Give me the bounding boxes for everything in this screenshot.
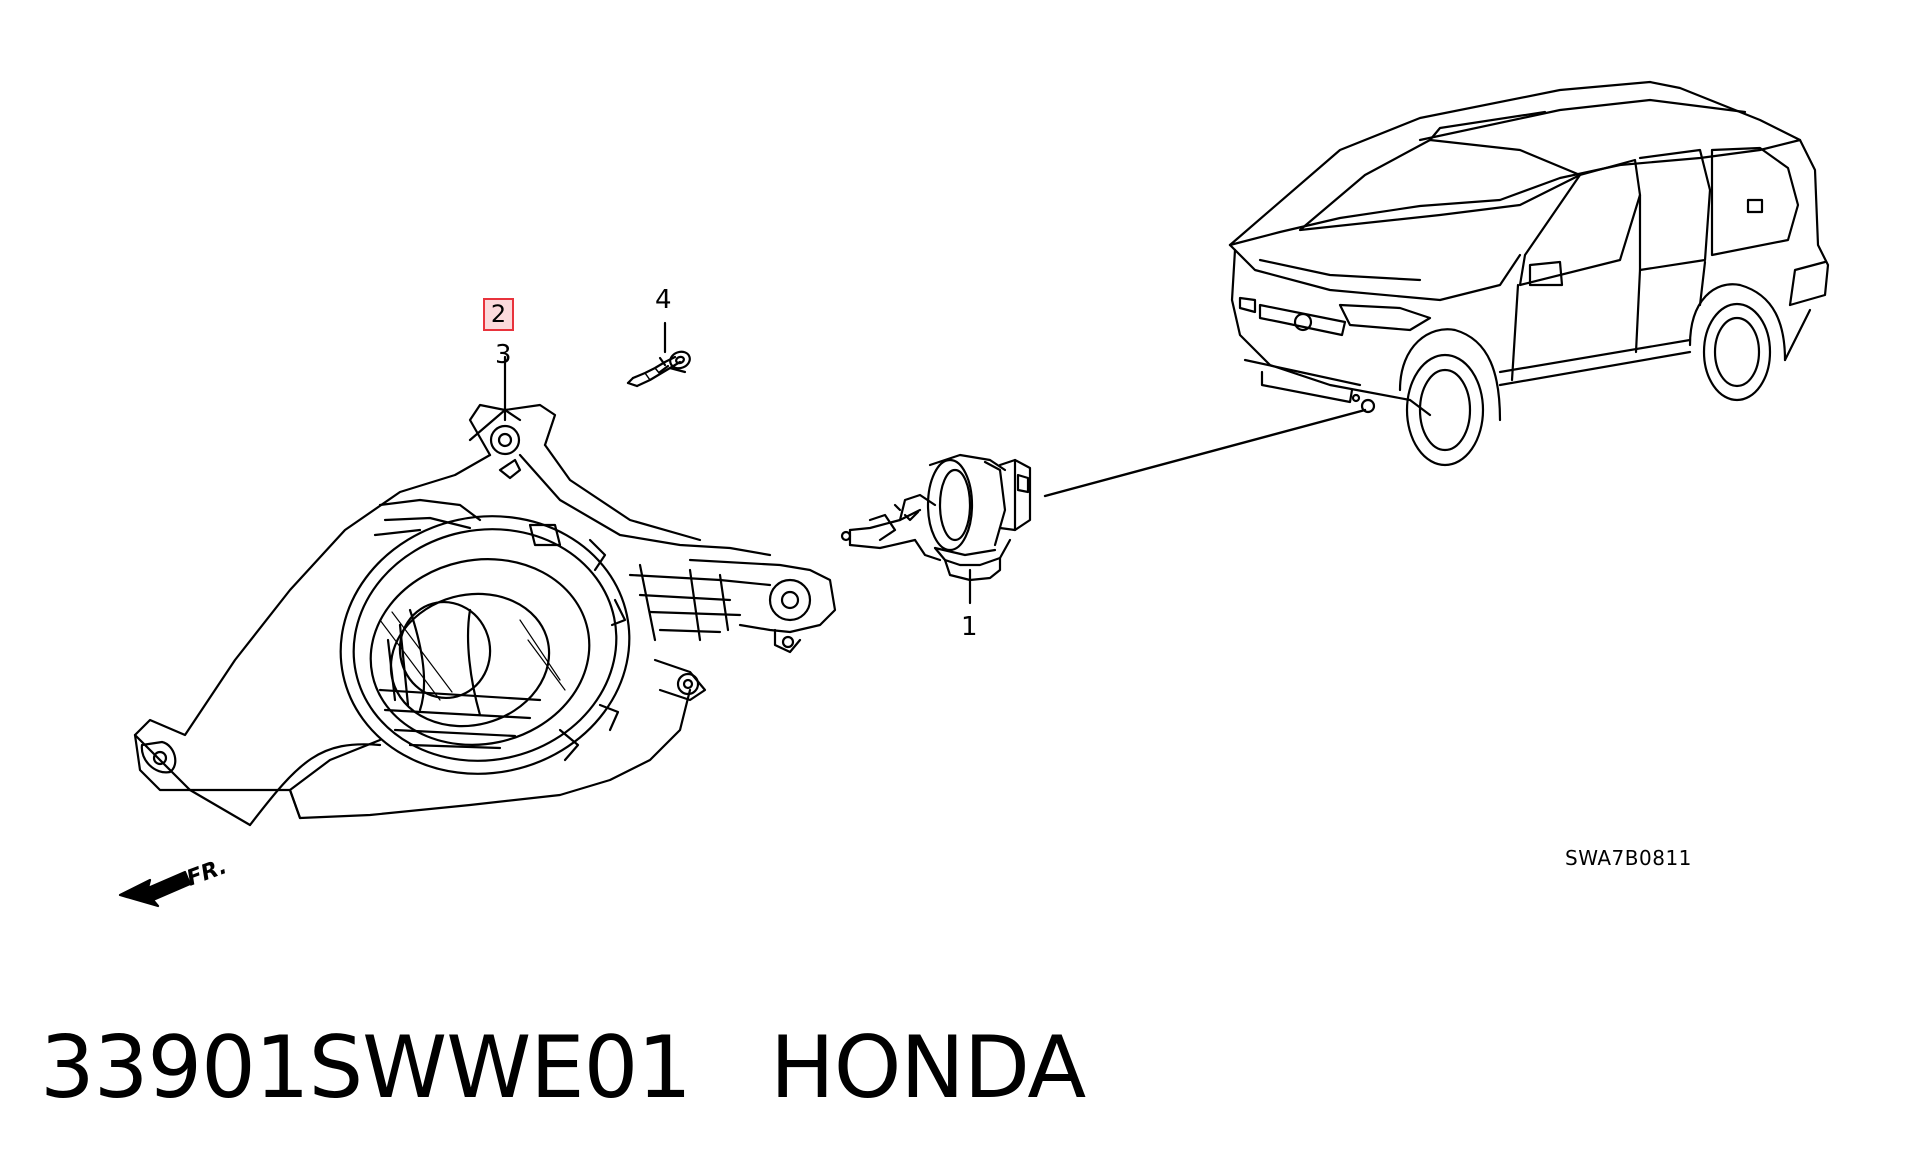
diagram-reference-code: SWA7B0811: [1565, 846, 1692, 870]
fog-lamp-assembly: [133, 403, 837, 827]
vehicle-illustration: [1228, 80, 1830, 467]
callout-2-highlighted[interactable]: 2: [483, 298, 514, 331]
fog-lamp-bulb: [840, 453, 1032, 582]
caption-spacer: [691, 1018, 770, 1118]
vehicle-leader-line: [1043, 408, 1367, 498]
screw-part: [626, 350, 691, 388]
front-direction-arrow: [118, 870, 192, 908]
brand-name: HONDA: [770, 1018, 1086, 1118]
front-direction-label: FR.: [184, 854, 231, 891]
callout-4: 4: [655, 285, 672, 315]
part-number-caption: 33901SWWE01 HONDA: [40, 1018, 1086, 1118]
callout-3: 3: [495, 340, 512, 370]
part-number: 33901SWWE01: [40, 1018, 692, 1118]
callout-1: 1: [961, 612, 978, 642]
